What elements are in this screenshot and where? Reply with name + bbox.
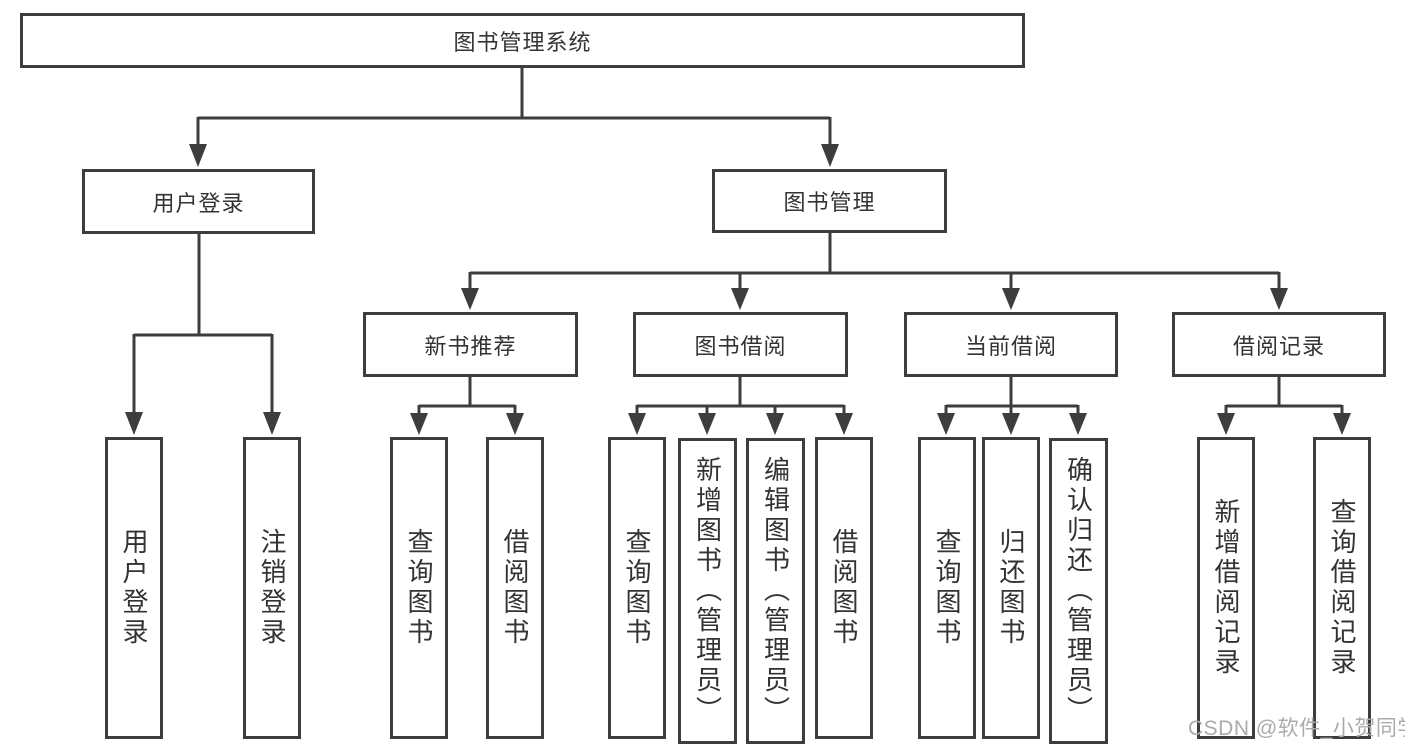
node-label: 查询借阅记录 (1327, 498, 1357, 678)
node-user-login: 用户登录 (82, 169, 315, 234)
node-label: 查询图书 (404, 528, 434, 648)
leaf-query-books-1: 查询图书 (390, 437, 448, 739)
node-library-system: 图书管理系统 (20, 13, 1025, 68)
node-label: 新书推荐 (424, 333, 517, 359)
node-label: 查询图书 (622, 528, 652, 648)
connector-user-login-children (125, 234, 281, 435)
leaf-query-borrow-record: 查询借阅记录 (1313, 437, 1371, 739)
leaf-query-books-2: 查询图书 (608, 437, 666, 739)
leaf-borrow-books-2: 借阅图书 (815, 437, 873, 739)
connector-book-mgmt-children (461, 233, 1288, 310)
node-label: 借阅图书 (829, 528, 859, 648)
node-book-management: 图书管理 (712, 169, 947, 233)
node-label: 借阅记录 (1232, 333, 1325, 359)
node-label: 编辑图书（管理员） (760, 456, 791, 726)
connector-current-borrow-children (937, 377, 1087, 435)
node-borrowing-records: 借阅记录 (1172, 312, 1386, 377)
node-new-book-recommend: 新书推荐 (363, 312, 578, 377)
leaf-edit-books-admin: 编辑图书（管理员） (746, 438, 805, 744)
leaf-add-books-admin: 新增图书（管理员） (678, 438, 737, 744)
connector-borrow-records-children (1217, 377, 1351, 435)
csdn-watermark: CSDN @软件_小贺同学 (1188, 717, 1405, 740)
node-label: 当前借阅 (964, 333, 1057, 359)
node-label: 注销登录 (257, 528, 287, 648)
leaf-user-login: 用户登录 (105, 437, 163, 739)
node-label: 借阅图书 (500, 528, 530, 648)
node-label: 图书借阅 (694, 333, 787, 359)
connector-book-borrow-children (628, 377, 853, 435)
leaf-add-borrow-record: 新增借阅记录 (1197, 437, 1255, 739)
leaf-logout: 注销登录 (243, 437, 301, 739)
connector-root-to-level2 (189, 68, 839, 167)
connector-new-book-rec-children (410, 377, 524, 435)
node-label: 用户登录 (152, 190, 245, 216)
node-label: 新增图书（管理员） (692, 456, 723, 726)
node-label: 用户登录 (119, 528, 149, 648)
node-label: 新增借阅记录 (1211, 498, 1241, 678)
leaf-borrow-books-1: 借阅图书 (486, 437, 544, 739)
node-label: 图书管理 (783, 190, 876, 215)
node-current-borrowing: 当前借阅 (904, 312, 1118, 377)
leaf-return-books: 归还图书 (982, 437, 1040, 739)
node-label: 确认归还（管理员） (1063, 456, 1094, 726)
leaf-confirm-return-admin: 确认归还（管理员） (1049, 438, 1108, 744)
node-book-borrowing: 图书借阅 (633, 312, 848, 377)
node-label: 查询图书 (932, 528, 962, 648)
leaf-query-books-3: 查询图书 (918, 437, 976, 739)
node-label: 归还图书 (996, 528, 1026, 648)
node-label: 图书管理系统 (453, 29, 592, 55)
